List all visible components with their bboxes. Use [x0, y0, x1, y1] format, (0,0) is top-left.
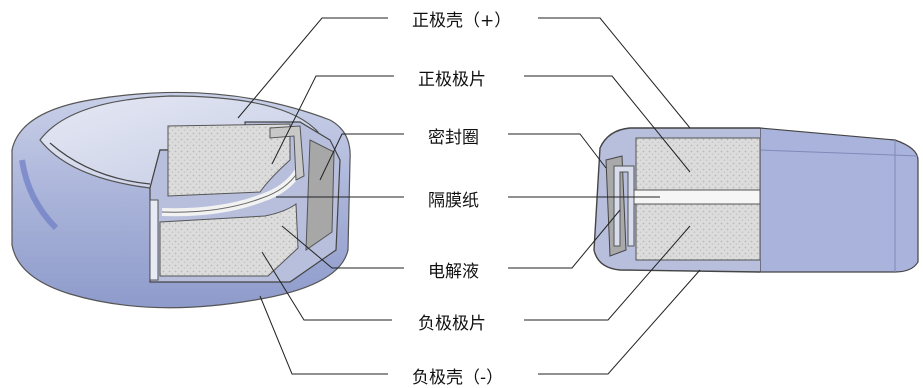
- label-positive-plate: 正极极片: [418, 70, 486, 90]
- inner-tab-section: [613, 165, 635, 247]
- leader-lines: [237, 17, 701, 375]
- label-electrolyte: 电解液: [428, 262, 479, 282]
- negative-plate-3d: [159, 203, 299, 277]
- cross-section-illustration: [593, 127, 919, 273]
- top-rim: [49, 142, 151, 185]
- tab-strip: [269, 125, 305, 181]
- seal-ring-3d: [305, 139, 335, 251]
- positive-plate-section: [635, 137, 761, 191]
- label-negative-plate: 负极极片: [418, 314, 486, 334]
- shell-body-right: [759, 127, 919, 273]
- label-seal-ring: 密封圈: [428, 128, 479, 148]
- label-positive-shell: 正极壳（+）: [412, 11, 512, 31]
- negative-plate-section: [635, 203, 761, 261]
- label-separator: 隔膜纸: [428, 191, 479, 211]
- positive-plate-3d: [167, 123, 291, 197]
- label-negative-shell: 负极壳（-）: [412, 368, 504, 388]
- inner-slot: [149, 199, 159, 281]
- cutaway-battery-illustration: [11, 91, 351, 309]
- shell-highlight: [19, 159, 59, 231]
